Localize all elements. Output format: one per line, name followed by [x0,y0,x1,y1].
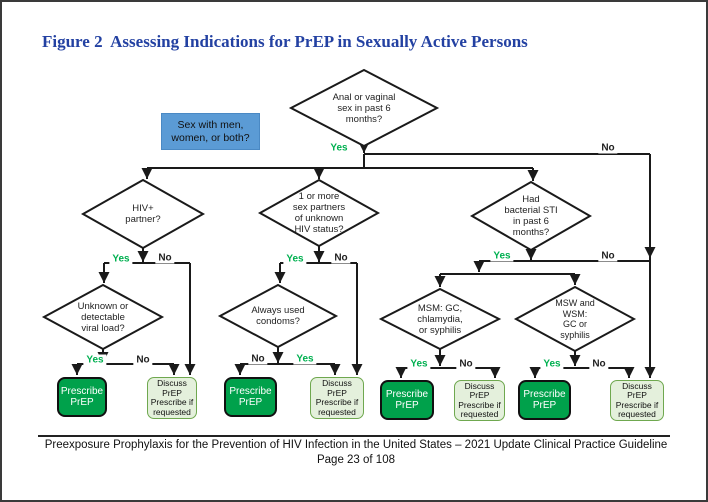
decision-viral-load: Unknown or detectable viral load? [77,300,129,334]
footer-page-number: Page 23 of 108 [316,454,395,466]
yes-label: Yes [109,253,133,265]
decision-bacterial-sti: Had bacterial STI in past 6 months? [504,194,558,238]
no-label: No [456,358,476,370]
diamond-anal-vaginal-sex [288,68,440,148]
outcome-prescribe-prep: Prescribe PrEP [380,380,434,420]
yes-label: Yes [293,353,317,365]
population-note-box: Sex with men, women, or both? [161,113,260,150]
no-label: No [331,252,351,264]
no-label: No [248,353,268,365]
outcome-prescribe-prep: Prescribe PrEP [57,377,107,417]
diamond-condoms [217,283,339,349]
diamond-bacterial-sti [469,180,593,252]
decision-msm-sti: MSM: GC, chlamydia, or syphilis [417,302,463,336]
diamond-partners-unknown [257,178,381,248]
decision-partners-unknown: 1 or more sex partners of unknown HIV st… [292,191,346,235]
outcome-discuss-prep: Discuss PrEP Prescribe if requested [147,377,197,419]
decision-condoms: Always used condoms? [251,305,305,327]
yes-label: Yes [490,250,514,262]
diamond-viral-load [41,283,165,351]
no-label: No [133,354,153,366]
no-label: No [598,142,618,154]
no-label: No [598,250,618,262]
outcome-prescribe-prep: Prescribe PrEP [518,380,571,420]
outcome-discuss-prep: Discuss PrEP Prescribe if requested [610,380,664,421]
connector-lines [77,153,650,369]
no-label: No [589,358,609,370]
yes-label: Yes [83,354,107,366]
yes-label: Yes [540,358,564,370]
diamond-msm-sti [378,287,502,351]
decision-msw-wsm-sti: MSW and WSM: GC or syphilis [555,298,595,340]
yes-label: Yes [327,142,351,154]
diamond-hiv-partner [80,178,206,250]
footer-divider [38,435,670,437]
decision-hiv-partner: HIV+ partner? [125,203,161,225]
outcome-prescribe-prep: Prescribe PrEP [224,377,277,417]
diamond-msw-wsm-sti [513,285,637,353]
yes-label: Yes [407,358,431,370]
yes-label: Yes [283,253,307,265]
no-label: No [155,252,175,264]
footer-guideline-title: Preexposure Prophylaxis for the Preventi… [44,439,668,451]
outcome-discuss-prep: Discuss PrEP Prescribe if requested [454,380,505,421]
figure-title: Figure 2 Assessing Indications for PrEP … [42,32,528,51]
outcome-discuss-prep: Discuss PrEP Prescribe if requested [310,377,364,419]
decision-anal-vaginal-sex: Anal or vaginal sex in past 6 months? [332,91,396,125]
